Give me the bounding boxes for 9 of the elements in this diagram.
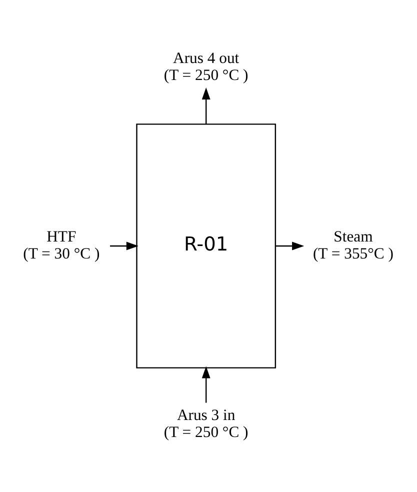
arrow (276, 242, 304, 250)
node-box: R-01 (136, 124, 276, 368)
node-text: Arus 3 in (T = 250 °C ) (164, 407, 248, 442)
arrow (110, 242, 138, 250)
arrow (202, 87, 210, 124)
node-text: Arus 4 out (T = 250 °C ) (164, 50, 248, 84)
node-text: HTF (T = 30 °C ) (23, 228, 100, 263)
node-text: Steam (T = 355°C ) (312, 228, 394, 263)
arrow (202, 366, 210, 403)
